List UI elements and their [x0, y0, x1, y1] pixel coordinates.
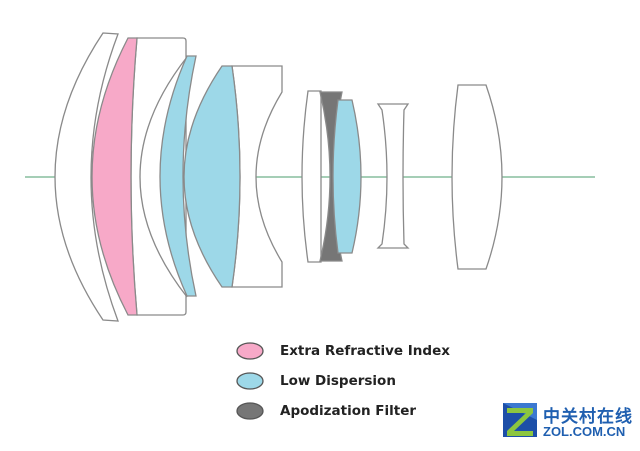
lens-low-dispersion-3 — [332, 99, 362, 254]
legend-label-low-dispersion: Low Dispersion — [280, 373, 396, 389]
legend-label-apodization-filter: Apodization Filter — [280, 403, 417, 419]
lens-low-dispersion-2 — [183, 65, 241, 288]
lens-low-dispersion-1 — [159, 55, 197, 297]
lens-double-concave — [376, 103, 410, 249]
lens-extra-refractive-index — [91, 37, 138, 316]
legend-swatch-apodization-filter — [236, 402, 264, 420]
watermark-name-cn: 中关村在线 — [543, 407, 633, 427]
watermark-name-en: ZOL.COM.CN — [543, 424, 626, 439]
zol-z-logo-icon — [503, 403, 537, 437]
lens-front-meniscus — [54, 32, 119, 322]
legend-label-extra-refractive-index: Extra Refractive Index — [280, 343, 450, 359]
legend-swatch-extra-refractive-index — [236, 342, 264, 360]
legend-swatch-low-dispersion — [236, 372, 264, 390]
lens-element-3-rear-surface — [139, 56, 188, 298]
lens-rear-biconvex — [451, 84, 503, 270]
lens-element-7 — [301, 90, 322, 263]
